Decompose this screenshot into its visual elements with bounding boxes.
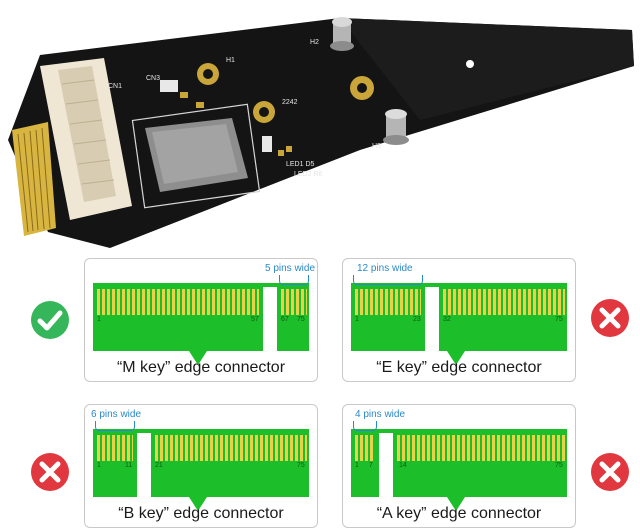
mounting-hole (466, 60, 474, 68)
key-notch (263, 287, 277, 357)
card-arrow (189, 497, 207, 511)
connector-caption: “M key” edge connector (116, 359, 286, 376)
pin-number: 11 (125, 462, 133, 469)
cross-icon (31, 453, 69, 491)
pin-row-key (355, 289, 421, 315)
key-notch (379, 433, 393, 503)
pin-row (397, 435, 565, 461)
pin-number: 1 (355, 462, 359, 469)
pin-width-bracket (353, 421, 377, 431)
pin-number: 57 (251, 316, 259, 323)
pin-number: 14 (399, 462, 407, 469)
pin-row (443, 289, 565, 315)
pin-number: 1 (355, 316, 359, 323)
pin-number: 75 (297, 462, 305, 469)
silk-led1: LED1 D5 (286, 161, 315, 168)
pin-number: 32 (443, 316, 451, 323)
silk-h3: H3 (372, 143, 381, 150)
pin-width-bracket (279, 275, 309, 285)
pin-width-label: 12 pins wide (357, 263, 413, 274)
pin-width-label: 5 pins wide (265, 263, 316, 274)
b-key-panel: 6 pins wide 1 11 21 75 “B key” edge conn… (84, 404, 318, 528)
silk-led2: LED2 R6 (294, 171, 323, 178)
standoff-h2 (330, 17, 354, 51)
silk-h2: H2 (310, 39, 319, 46)
silk-cn3: CN3 (146, 75, 160, 82)
connector-caption: “B key” edge connector (118, 505, 284, 522)
pin-row (155, 435, 307, 461)
pin-number: 21 (155, 462, 163, 469)
pin-number: 75 (555, 316, 563, 323)
pin-row-key (355, 435, 375, 461)
e-key-panel: 12 pins wide 1 23 32 75 “E key” edge con… (342, 258, 576, 382)
m-key-panel: 5 pins wide 1 57 67 75 “M key” edge conn… (84, 258, 318, 382)
pin-number: 1 (97, 462, 101, 469)
silk-2242: 2242 (282, 99, 298, 106)
a-key-panel: 4 pins wide 1 7 14 75 “A key” edge conne… (342, 404, 576, 528)
pin-number: 23 (413, 316, 421, 323)
pin-width-label: 6 pins wide (91, 409, 142, 420)
pin-row (97, 289, 259, 315)
cross-icon (591, 453, 629, 491)
pin-number: 75 (555, 462, 563, 469)
connector-caption: “A key” edge connector (376, 505, 542, 522)
silk-cn1: CN1 (108, 83, 122, 90)
pin-row-key (97, 435, 133, 461)
pin-row-key (281, 289, 307, 315)
silk-h1: H1 (226, 57, 235, 64)
pin-number: 7 (369, 462, 373, 469)
card-arrow (189, 351, 207, 365)
card-arrow (447, 497, 465, 511)
connector-caption: “E key” edge connector (376, 359, 542, 376)
pin-number: 1 (97, 316, 101, 323)
pin-width-bracket (353, 275, 423, 285)
adapter-board-photo: CN1 CN3 H1 H2 H3 2242 LED1 D5 LED2 R6 (8, 17, 634, 248)
card-arrow (447, 351, 465, 365)
check-icon (31, 301, 69, 339)
standoff-h3 (383, 109, 409, 145)
pin-number: 75 (297, 316, 305, 323)
pin-number: 67 (281, 316, 289, 323)
pin-width-bracket (95, 421, 135, 431)
key-notch (425, 287, 439, 357)
pin-width-label: 4 pins wide (355, 409, 406, 420)
cross-icon (591, 299, 629, 337)
key-notch (137, 433, 151, 503)
